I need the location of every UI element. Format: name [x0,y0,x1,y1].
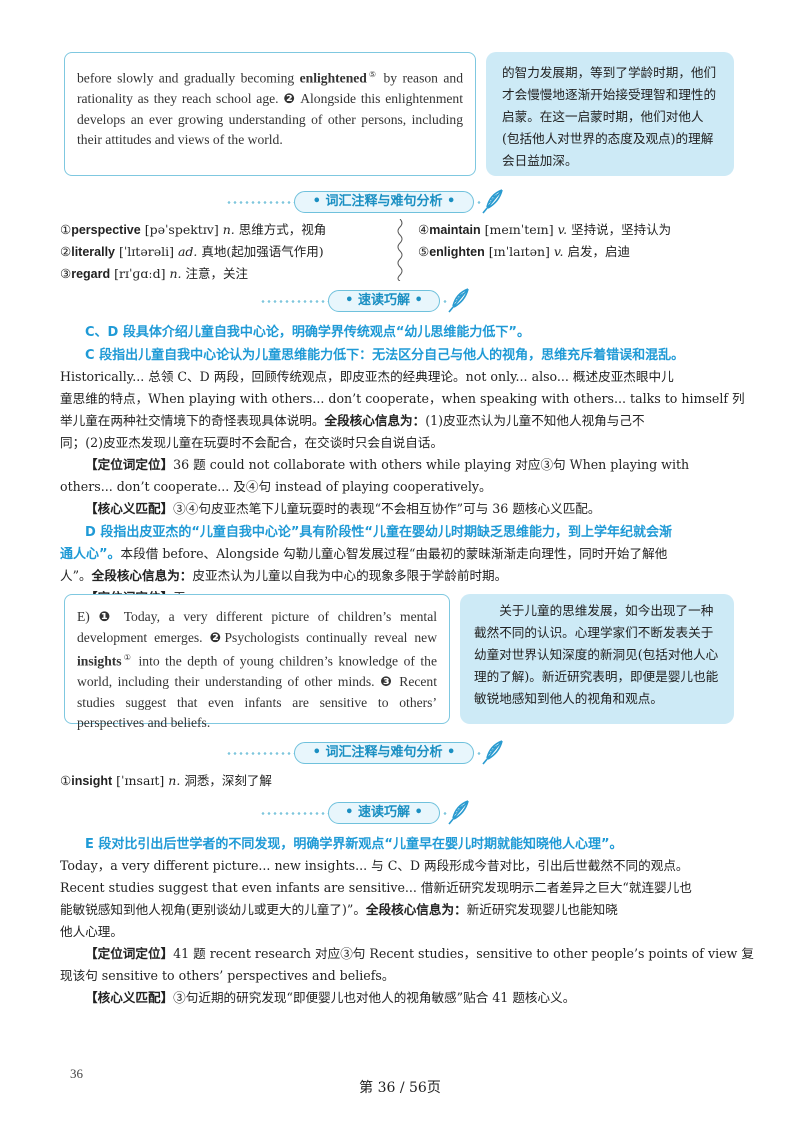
analysis-line: 【定位词定位】36 题 could not collaborate with o… [85,457,690,472]
speed-heading: E 段对比引出后世学者的不同发现，明确学界新观点“儿童早在婴儿时期就能知晓他人心… [85,837,623,852]
analysis-line: 【定位词定位】41 题 recent research 对应③句 Recent … [85,946,754,961]
passage-text-1: before slowly and gradually becoming enl… [77,70,464,148]
analysis-line: others... don’t cooperate... 及④句 instead… [60,479,492,494]
speed-tag-label-1: • 速读巧解 • [328,290,440,312]
passage-box-chinese-2: 关于儿童的思维发展，如今出现了一种截然不同的认识。心理学家们不断发表关于幼童对世… [460,594,734,724]
analysis-line: Today，a very different picture... new in… [60,858,689,873]
passage-box-english-2: E) ❶ Today, a very different picture of … [64,594,450,730]
vocab-list-right: ④maintain [meɪnˈteɪn] v. 坚持说，坚持认为 ⑤enlig… [418,219,748,263]
quill-icon [482,189,503,214]
analysis-line: 通人心”。本段借 before、Alongside 勾勒儿童心智发展过程“由最初… [60,546,668,562]
analysis-line: 现该句 sensitive to others’ perspectives an… [60,968,395,983]
vocab-divider [397,219,403,281]
translation-text-1: 的智力发展期，等到了学龄时期，他们才会慢慢地逐渐开始接受理智和理性的启蒙。在这一… [502,65,717,168]
vocab-item: ④maintain [meɪnˈteɪn] v. 坚持说，坚持认为 [418,222,672,237]
vocab-item: ③regard [rɪˈɡɑːd] n. 注意，关注 [60,266,249,281]
vocab-item: ①perspective [pəˈspektɪv] n. 思维方式，视角 [60,222,327,237]
speed-tag-label-2: • 速读巧解 • [328,802,440,824]
passage-box-chinese-1: 的智力发展期，等到了学龄时期，他们才会慢慢地逐渐开始接受理智和理性的启蒙。在这一… [486,52,734,176]
speed-heading: C、D 段具体介绍儿童自我中心论，明确学界传统观点“幼儿思维能力低下”。 [85,325,530,340]
vocab-item: ①insight [ˈɪnsaɪt] n. 洞悉，深刻了解 [60,773,272,788]
analysis-line: 童思维的特点，When playing with others... don’t… [60,391,745,406]
analysis-line: 同；(2)皮亚杰发现儿童在玩耍时不会配合，在交谈时只会自说自话。 [60,435,444,450]
vocab-item: ⑤enlighten [ɪnˈlaɪtən] v. 启发，启迪 [418,244,630,259]
translation-text-2: 关于儿童的思维发展，如今出现了一种截然不同的认识。心理学家们不断发表关于幼童对世… [474,603,719,706]
passage-box-english-1: before slowly and gradually becoming enl… [64,52,476,176]
page-indicator: 第 36 / 56页 [359,1080,441,1096]
quill-icon [448,800,469,825]
vocab-tag-label-2: • 词汇注释与难句分析 • [294,742,474,764]
section-tag-vocab-2: • 词汇注释与难句分析 • [0,740,800,766]
analysis-line: 他人心理。 [60,924,123,939]
analysis-line: 举儿童在两种社交情境下的奇怪表现具体说明。全段核心信息为：(1)皮亚杰认为儿童不… [60,413,645,428]
vocab-item: ②literally [ˈlɪtərəli] ad. 真地(起加强语气作用) [60,244,324,259]
analysis-line: Recent studies suggest that even infants… [60,880,692,895]
analysis-line: Historically... 总领 C、D 两段，回顾传统观点，即皮亚杰的经典… [60,369,674,384]
passage-text-2: E) ❶ Today, a very different picture of … [77,609,438,731]
analysis-line: 人”。全段核心信息为：皮亚杰认为儿童以自我为中心的现象多限于学龄前时期。 [60,568,508,583]
vocab-tag-label-1: • 词汇注释与难句分析 • [294,191,474,213]
quill-icon [448,288,469,313]
section-tag-speed-2: • 速读巧解 • [0,800,800,826]
section-tag-vocab-1: • 词汇注释与难句分析 • [0,189,800,215]
analysis-line: 【核心义匹配】③句近期的研究发现“即便婴儿也对他人的视角敏感”贴合 41 题核心… [85,990,576,1005]
section-tag-speed-1: • 速读巧解 • [0,288,800,314]
speed-heading: C 段指出儿童自我中心论认为儿童思维能力低下：无法区分自己与他人的视角，思维充斥… [85,348,685,363]
speed-heading: D 段指出皮亚杰的“儿童自我中心论”具有阶段性“儿童在婴幼儿时期缺乏思维能力，到… [85,525,672,540]
analysis-line: 能敏锐感知到他人视角(更别谈幼儿或更大的儿童了)”。全段核心信息为：新近研究发现… [60,902,618,917]
vocab-list-left: ①perspective [pəˈspektɪv] n. 思维方式，视角 ②li… [60,219,390,285]
analysis-line: 【核心义匹配】③④句皮亚杰笔下儿童玩耍时的表现“不会相互协作”可与 36 题核心… [85,501,601,516]
quill-icon [482,740,503,765]
page-number: 36 [70,1066,83,1081]
